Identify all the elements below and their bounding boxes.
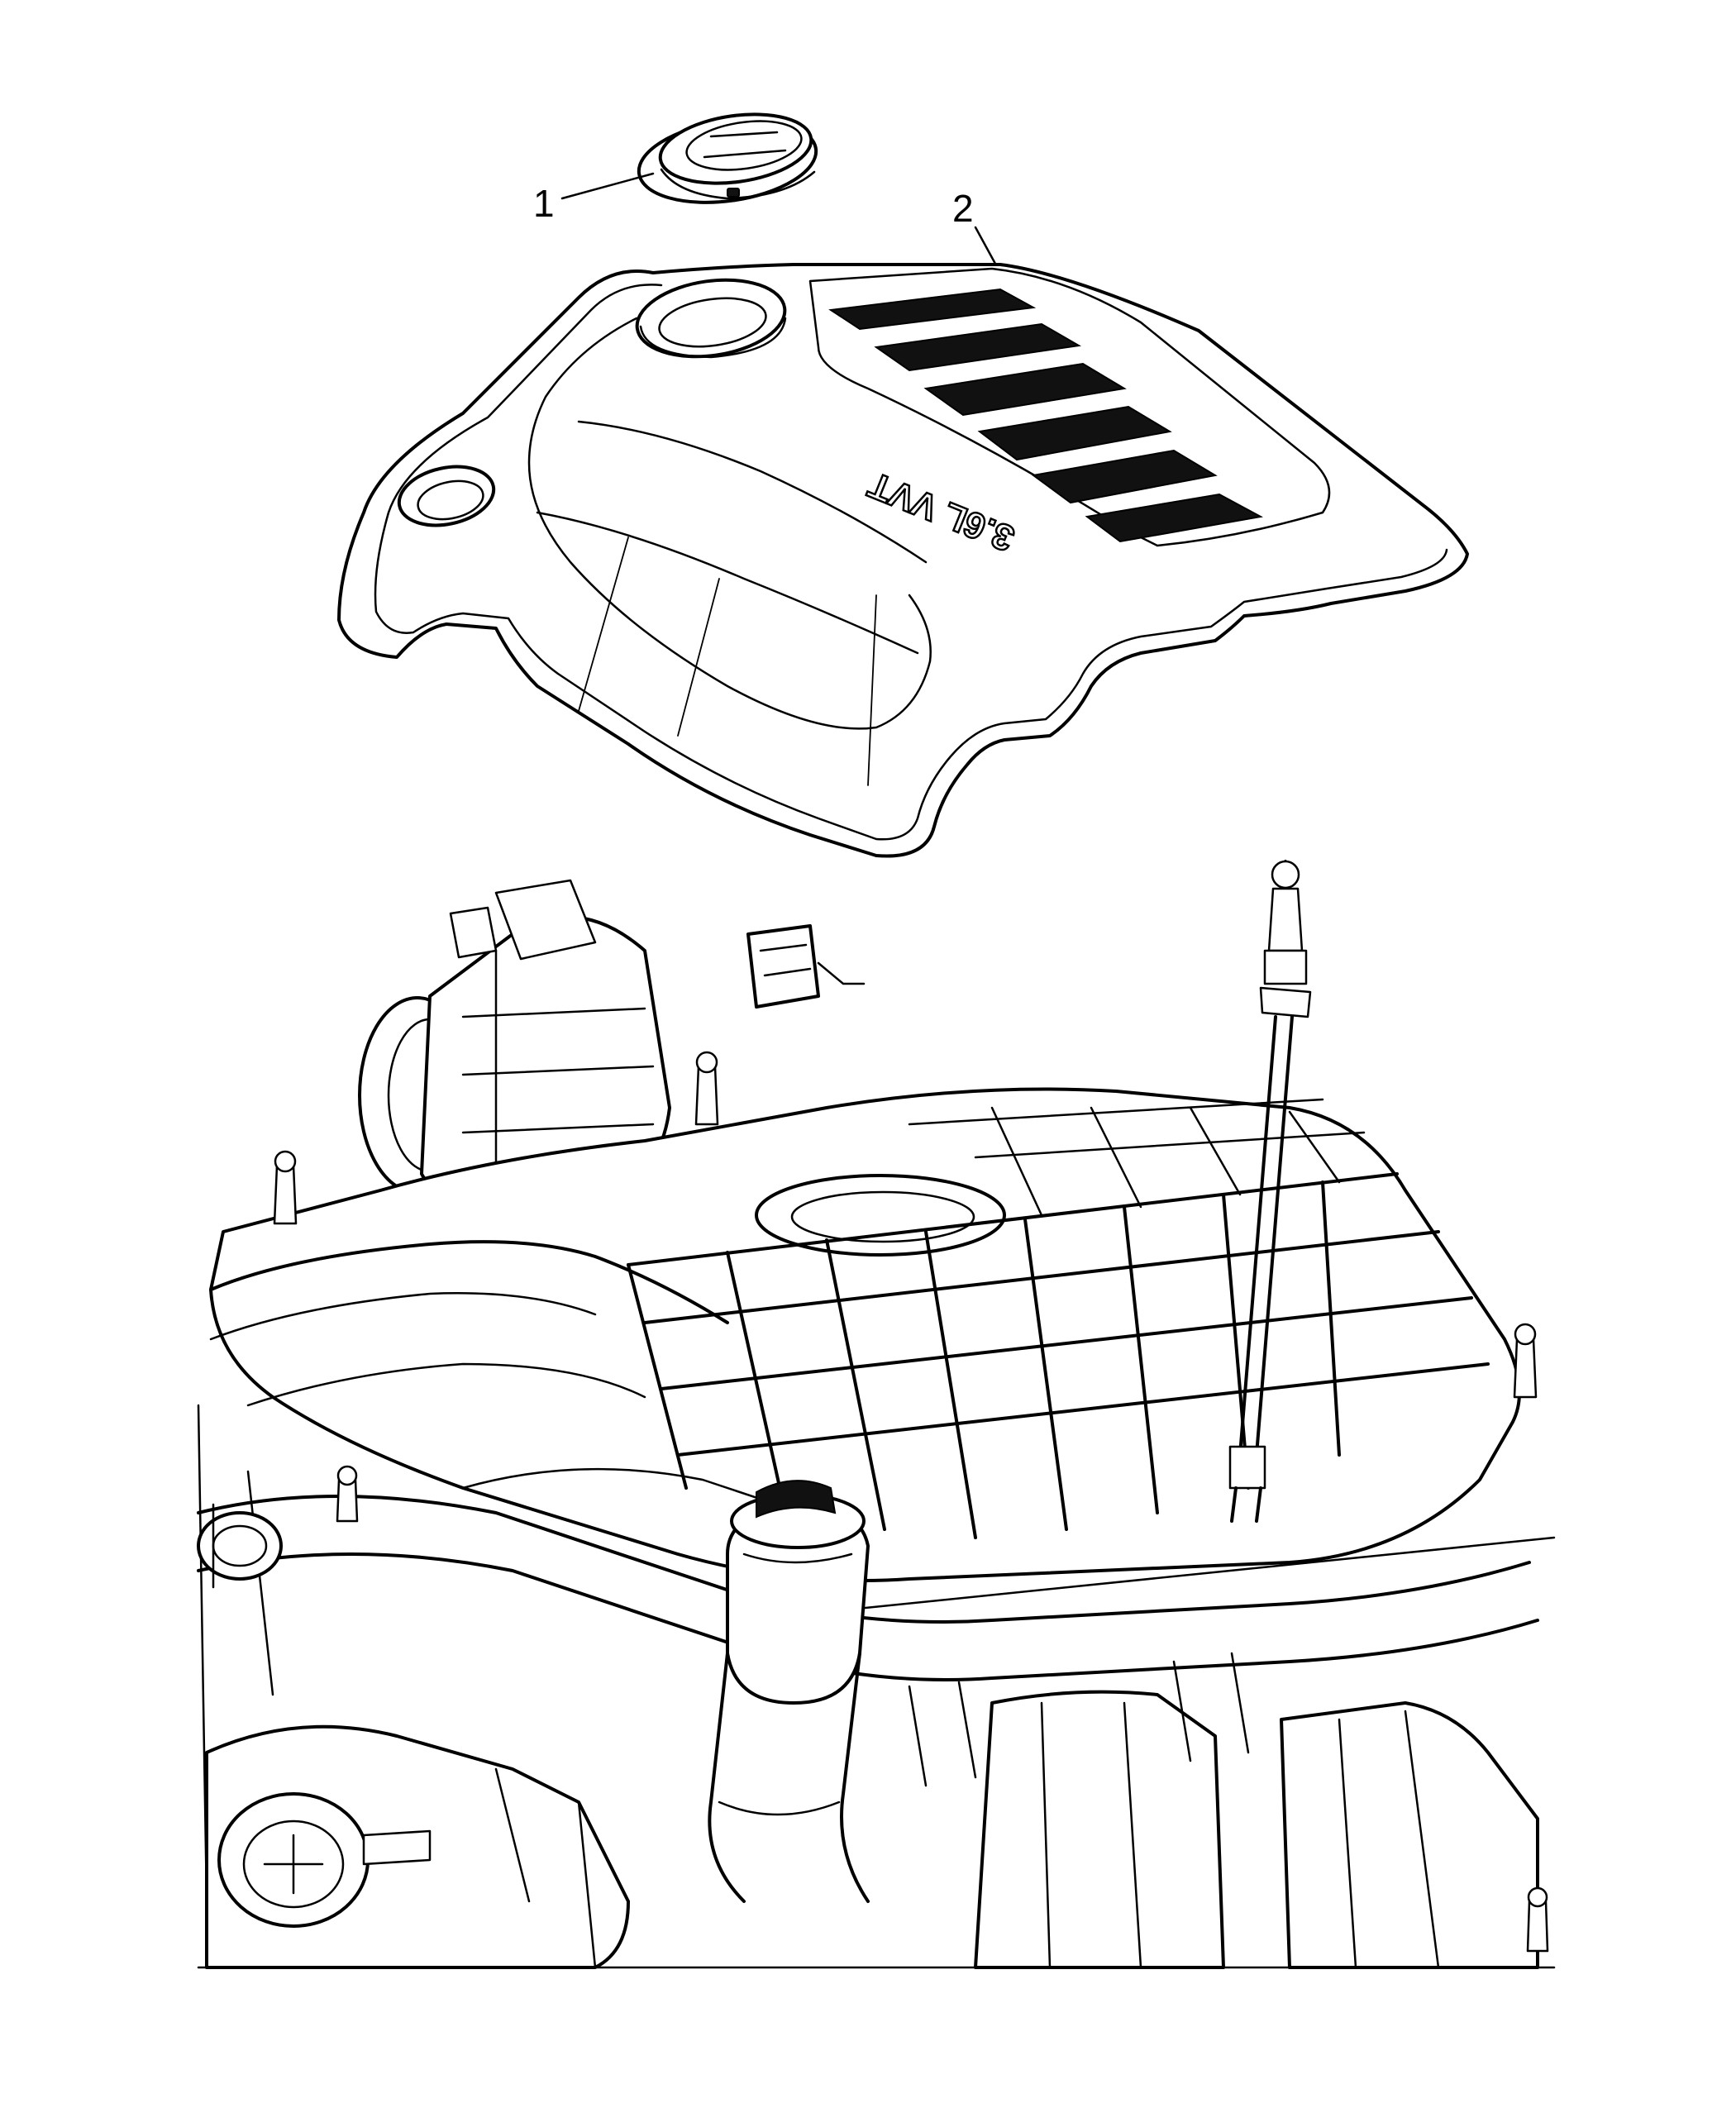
callout-1: 1	[533, 182, 555, 225]
oil-fill-cap-part[interactable]	[633, 106, 821, 213]
studs	[273, 1051, 1538, 1523]
intake-ribbing	[627, 1098, 1490, 1539]
oil-fill-neck-context	[708, 1480, 870, 1903]
cover-ribs	[828, 288, 1264, 543]
leader-line-1	[560, 172, 655, 200]
engine-assembly-context	[197, 859, 1556, 1969]
engine-cover-part[interactable]: 3.6L VVT	[337, 263, 1469, 858]
callout-2: 2	[952, 187, 974, 230]
dipstick-context	[1228, 859, 1312, 1523]
